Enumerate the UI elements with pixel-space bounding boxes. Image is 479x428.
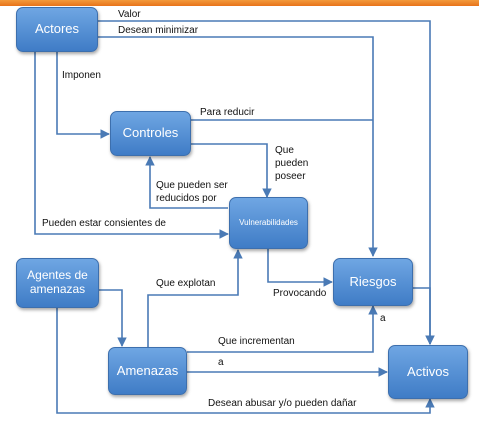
label-abusar: Desean abusar y/o pueden dañar [208, 398, 357, 409]
label-desean-minimizar: Desean minimizar [118, 25, 199, 36]
node-activos: Activos [388, 345, 468, 399]
top-accent-bar [0, 0, 479, 6]
label-poseer-1: Que [275, 145, 294, 156]
edge-abusar [56, 308, 435, 414]
edge-desean-minimizar [98, 36, 378, 257]
label-consientes: Pueden estar consientes de [42, 218, 166, 229]
node-controles: Controles [110, 111, 191, 156]
node-actores: Actores [16, 7, 98, 52]
node-vulnerabilidades: Vulnerabilidades [229, 197, 308, 249]
label-valor: Valor [118, 9, 141, 20]
label-poseer-3: poseer [275, 171, 306, 182]
label-poseer-2: pueden [275, 158, 309, 169]
node-amenazas: Amenazas [108, 347, 187, 395]
node-agentes-label-line1: Agentes de [27, 268, 88, 283]
label-para-reducir: Para reducir [200, 107, 255, 118]
label-reducidos-1: Que pueden ser [156, 180, 228, 191]
label-incrementan: Que incrementan [218, 336, 295, 347]
label-a-riesgos: a [380, 313, 386, 324]
label-imponen: Imponen [62, 70, 101, 81]
edge-incrementan [187, 305, 378, 353]
edge-provocando [267, 248, 333, 287]
edge-imponen [56, 52, 110, 139]
edge-reducidos [145, 156, 228, 209]
node-activos-label: Activos [407, 363, 449, 379]
edge-poseer [191, 143, 272, 198]
node-vulnerabilidades-label: Vulnerabilidades [239, 218, 298, 228]
label-explotan: Que explotan [156, 278, 216, 289]
node-actores-label: Actores [34, 21, 80, 37]
edge-valor [98, 20, 435, 345]
node-riesgos-label: Riesgos [349, 273, 397, 289]
node-controles-label: Controles [122, 125, 179, 141]
node-riesgos: Riesgos [333, 258, 413, 306]
edge-explotan [147, 249, 243, 348]
node-amenazas-label: Amenazas [116, 362, 179, 378]
label-provocando: Provocando [273, 288, 327, 299]
edge-agentes-amenazas [99, 289, 127, 347]
edge-riesgos-activos [413, 287, 435, 345]
edge-consientes [34, 52, 229, 239]
label-a-activos: a [218, 357, 224, 368]
node-agentes-amenazas: Agentes de amenazas [16, 258, 99, 308]
node-agentes-label-line2: amenazas [29, 282, 86, 296]
label-reducidos-2: reducidos por [156, 193, 217, 204]
